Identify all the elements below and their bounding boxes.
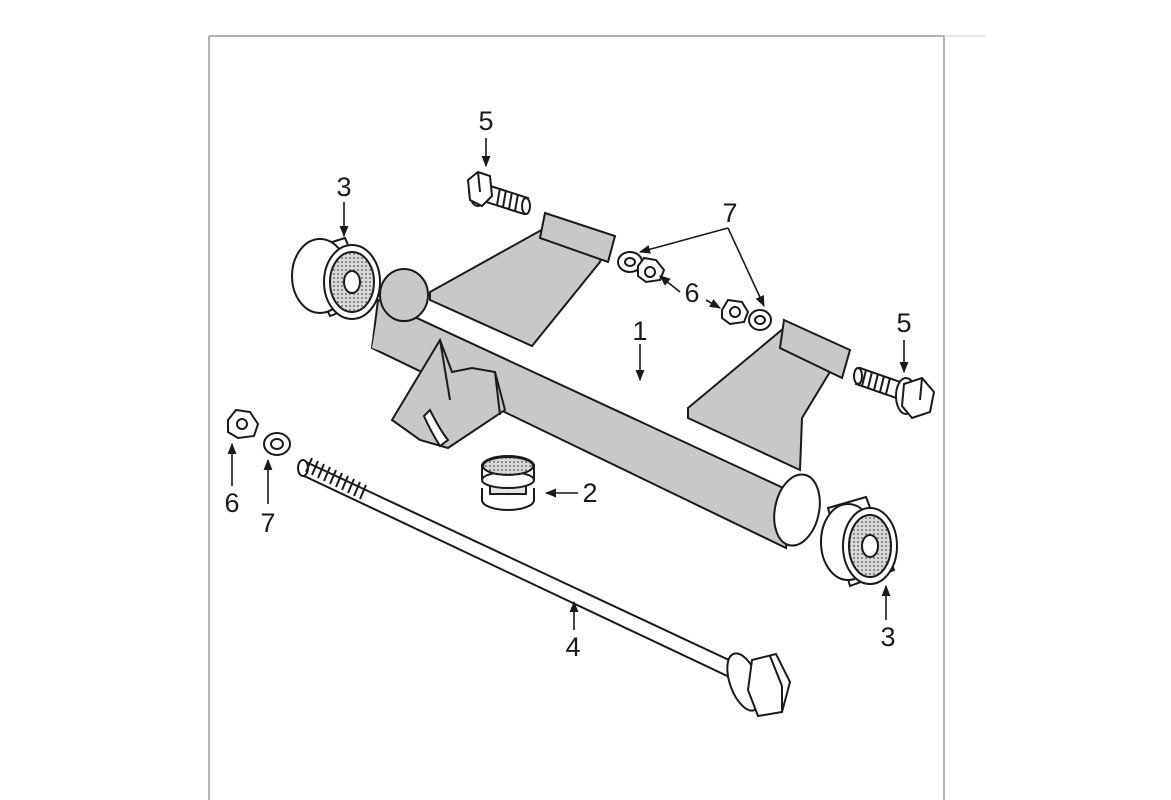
bolt-right-part bbox=[853, 366, 936, 420]
through-bolt-part bbox=[297, 457, 792, 718]
washer-top-right-part bbox=[748, 309, 772, 331]
callout-5-bolt-right: 5 bbox=[896, 308, 911, 338]
nut-left-part bbox=[227, 408, 260, 440]
bolt-top-part bbox=[466, 170, 531, 216]
washer-left-part bbox=[263, 432, 291, 456]
callout-4-through-bolt: 4 bbox=[565, 632, 580, 662]
bushing-part bbox=[481, 455, 535, 511]
drawing-frame bbox=[208, 35, 985, 800]
callout-1-swing-arm: 1 bbox=[632, 316, 647, 346]
swing-arm-part bbox=[370, 211, 852, 550]
callout-6-nut-left: 6 bbox=[224, 488, 239, 518]
callout-7-washer-top: 7 bbox=[722, 198, 737, 228]
nut-top-right-part bbox=[721, 298, 750, 326]
callout-3-bearing-left: 3 bbox=[336, 172, 351, 202]
callout-7-washer-left: 7 bbox=[260, 508, 275, 538]
callout-2-bushing: 2 bbox=[582, 478, 597, 508]
callout-6-nut-top: 6 bbox=[684, 278, 699, 308]
callout-5-bolt-top: 5 bbox=[478, 106, 493, 136]
callout-3-bearing-right: 3 bbox=[880, 622, 895, 652]
nut-top-left-part bbox=[637, 256, 666, 284]
leader-arrows bbox=[227, 138, 909, 630]
bearing-left-part bbox=[291, 236, 381, 320]
bearing-right-part bbox=[820, 495, 898, 588]
